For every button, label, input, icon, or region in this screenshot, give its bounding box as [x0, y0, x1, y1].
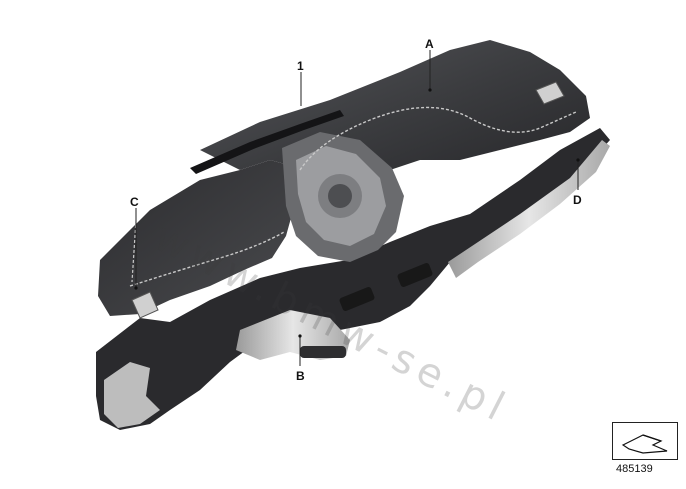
callout-b: B: [296, 369, 305, 383]
leader-dot-a: [428, 88, 432, 92]
steering-column-hole: [328, 184, 352, 208]
leader-dot-d: [576, 158, 580, 162]
leader-dot-c: [134, 286, 138, 290]
stitch-line-upper: [299, 106, 577, 171]
view-direction-arrow-icon: [621, 434, 668, 454]
console-opening-right: [397, 263, 433, 287]
knee-bolster-bracket: [300, 346, 346, 358]
right-trim: [448, 140, 610, 278]
defrost-vent: [190, 110, 344, 174]
right-air-vent: [535, 81, 565, 105]
callout-c: C: [130, 195, 139, 209]
view-direction-stamp: 485139: [612, 422, 680, 478]
stamp-frame: [612, 422, 678, 460]
left-panel: [98, 160, 300, 316]
lower-frame: [96, 128, 610, 430]
leader-dot-b: [298, 334, 302, 338]
image-number: 485139: [616, 463, 653, 475]
console-opening-left: [339, 287, 375, 311]
stitch-line-left-edge: [131, 219, 137, 283]
left-air-vent: [131, 291, 159, 319]
lower-left-trim: [104, 362, 160, 428]
callout-1: 1: [297, 59, 304, 73]
callout-a: A: [425, 37, 434, 51]
callout-d: D: [573, 193, 582, 207]
